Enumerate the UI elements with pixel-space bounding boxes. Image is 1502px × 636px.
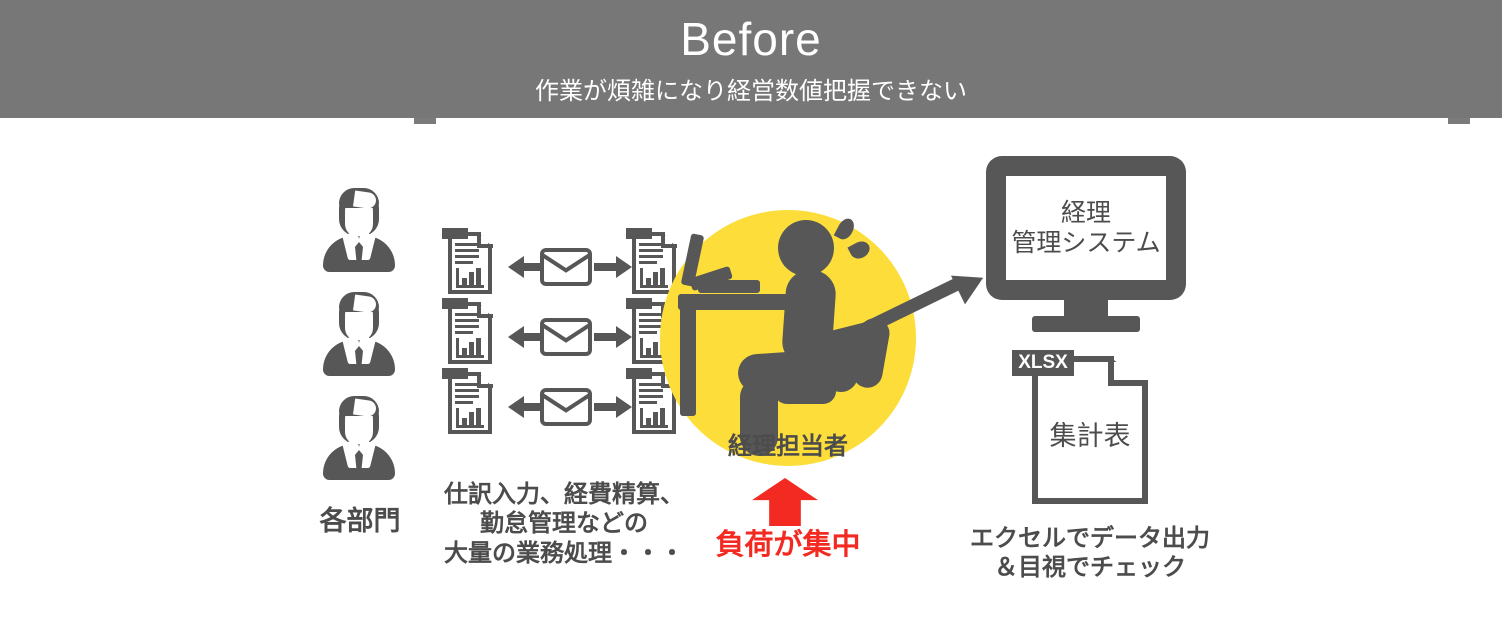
arrow-diagonal-head (950, 263, 991, 305)
document-bar-chart (456, 338, 484, 358)
slide-header: Before 作業が煩雑になり経営数値把握できない (0, 0, 1502, 118)
document-lines (639, 313, 663, 337)
accountant-label: 経理担当者 (728, 433, 848, 460)
document-tab (626, 228, 652, 239)
document-lines (455, 243, 479, 267)
document-tab (626, 298, 652, 309)
person-icon (320, 396, 398, 480)
xlsx-file-fold (1108, 356, 1148, 386)
person-at-desk-stressed-icon (660, 210, 916, 466)
document-tab (626, 368, 652, 379)
document-lines (455, 383, 479, 407)
document-lines (455, 313, 479, 337)
arrow-right-icon (594, 256, 632, 278)
document-chart-icon (626, 228, 682, 298)
desk-leg (680, 304, 696, 416)
document-tab (442, 298, 468, 309)
document-fold (477, 232, 493, 248)
desk-top (678, 294, 796, 310)
arrow-up-icon (752, 478, 818, 526)
arrow-left-icon (508, 326, 546, 348)
document-bar-chart (640, 268, 668, 288)
document-fold (477, 302, 493, 318)
page-title: Before (680, 13, 822, 65)
person-icon (320, 292, 398, 376)
workflow-caption: 仕訳入力、経費精算、 勤怠管理などの 大量の業務処理・・・ (444, 481, 684, 567)
header-tab-marker-left (414, 118, 436, 124)
person-icon (320, 188, 398, 272)
overload-label: 負荷が集中 (715, 529, 861, 561)
export-caption: エクセルでデータ出力 ＆目視でチェック (970, 525, 1210, 582)
document-lines (639, 243, 663, 267)
monitor-screen-text: 経理 管理システム (1011, 199, 1161, 257)
document-tab (442, 228, 468, 239)
document-fold (661, 232, 677, 248)
envelope-icon (540, 248, 592, 286)
document-chart-icon (442, 368, 498, 438)
person-tie (355, 242, 363, 264)
document-bar-chart (640, 408, 668, 428)
person-tie (355, 346, 363, 368)
monitor-icon: 経理 管理システム (986, 156, 1186, 300)
arrow-right-icon (594, 396, 632, 418)
document-tab (442, 368, 468, 379)
page-subtitle: 作業が煩雑になり経営数値把握できない (535, 78, 967, 105)
arrow-left-icon (508, 256, 546, 278)
arrow-right-icon (594, 326, 632, 348)
arrow-left-icon (508, 396, 546, 418)
clerk-chair-back (824, 330, 858, 392)
clerk-shin (740, 378, 778, 456)
document-lines (639, 383, 663, 407)
departments-label: 各部門 (319, 506, 401, 536)
person-tie (355, 450, 363, 472)
xlsx-file-icon: 集計表 (1032, 356, 1148, 504)
envelope-icon (540, 388, 592, 426)
xlsx-badge: XLSX (1012, 350, 1074, 376)
monitor-base (1032, 316, 1140, 332)
document-chart-icon (442, 298, 498, 368)
document-chart-icon (442, 228, 498, 298)
document-bar-chart (456, 268, 484, 288)
document-fold (477, 372, 493, 388)
clerk-head (778, 220, 834, 276)
document-bar-chart (456, 408, 484, 428)
sweat-drop-icon (847, 238, 873, 262)
header-tab-marker-right (1448, 118, 1470, 124)
envelope-icon (540, 318, 592, 356)
xlsx-file-label: 集計表 (1049, 421, 1131, 451)
sweat-drop-icon (833, 215, 858, 243)
